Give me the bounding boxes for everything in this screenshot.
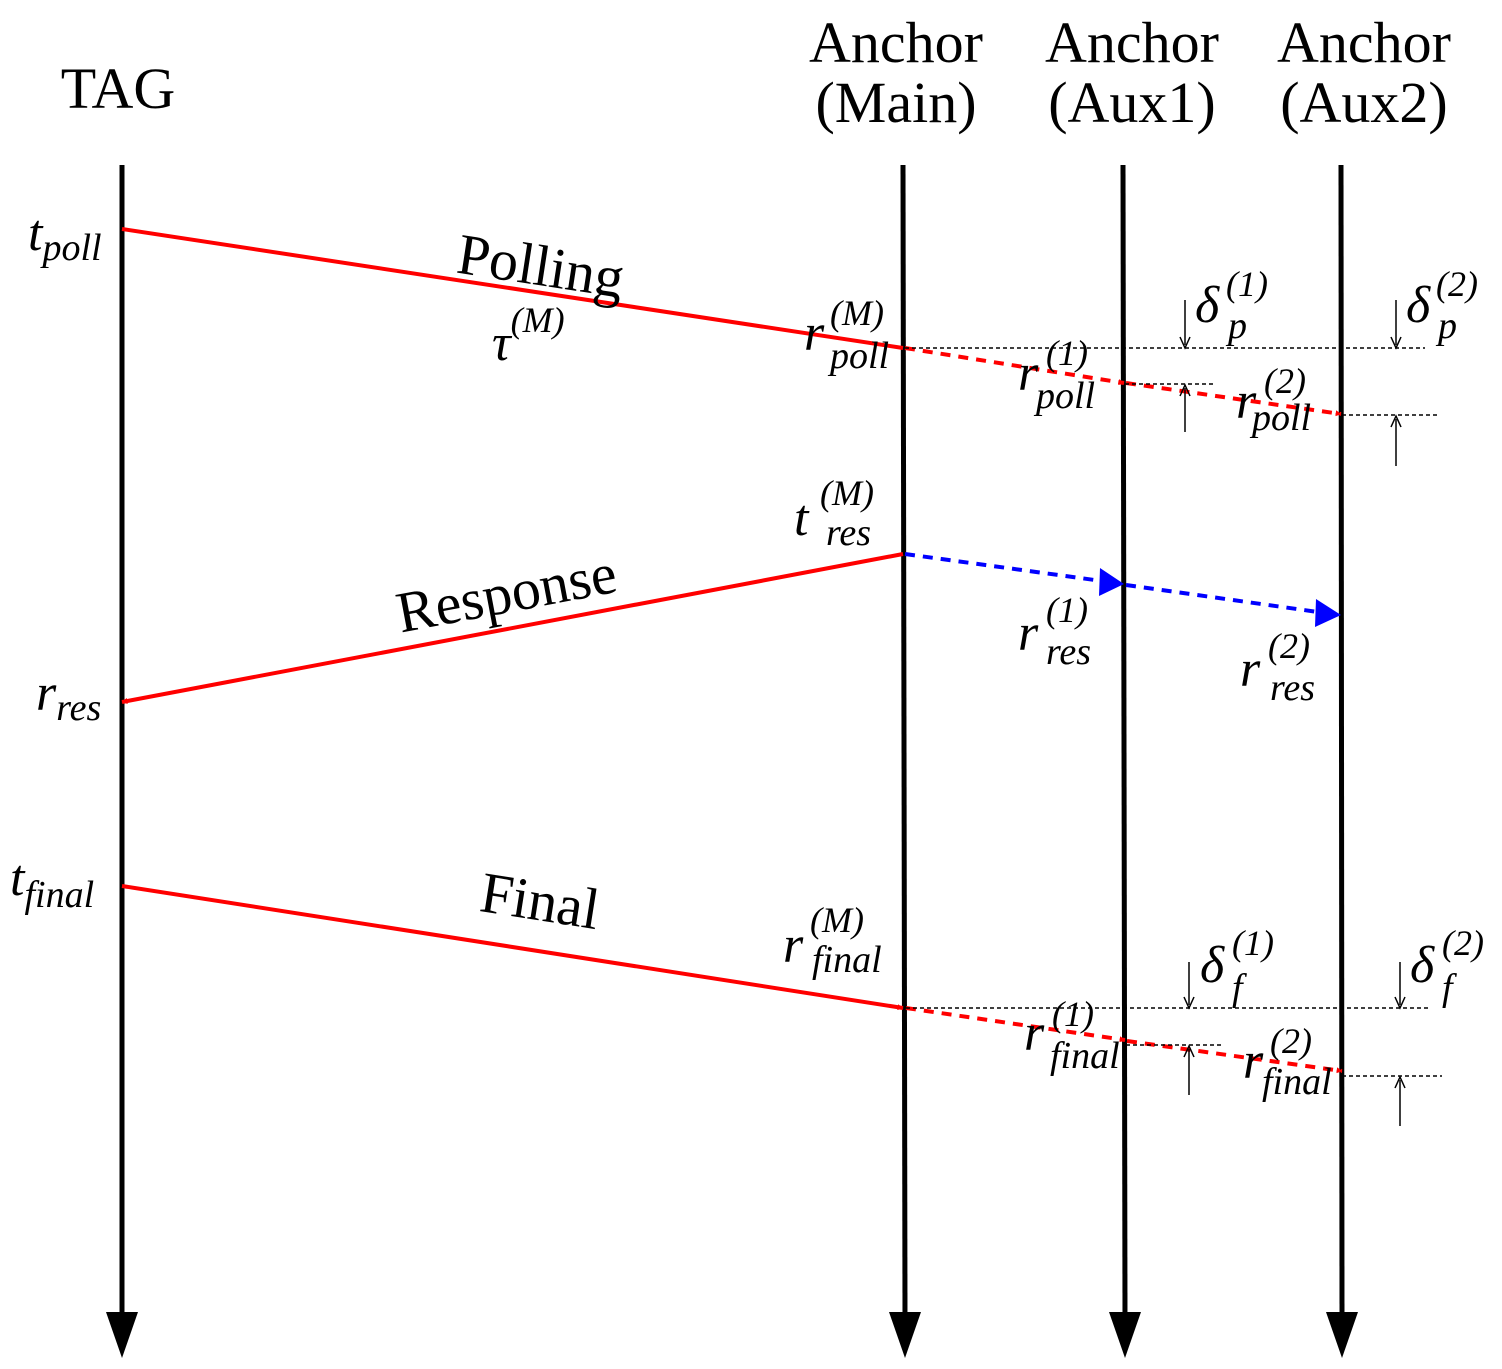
response-forward-aux2-arrow bbox=[1125, 583, 1341, 627]
label-delta-f1: δ (1) f bbox=[1200, 923, 1274, 1009]
svg-text:final: final bbox=[1050, 1035, 1120, 1077]
svg-text:f: f bbox=[1232, 967, 1247, 1009]
delta-f1-down-arrow-icon bbox=[1183, 962, 1195, 1010]
lifeline-aux2 bbox=[1326, 164, 1358, 1358]
polling-forward-aux2-arrow bbox=[1125, 381, 1342, 417]
label-r-final-1: r (1) final bbox=[1024, 994, 1120, 1077]
participant-aux2-line2: (Aux2) bbox=[1280, 70, 1448, 135]
svg-text:poll: poll bbox=[827, 335, 889, 377]
svg-text:(2): (2) bbox=[1264, 361, 1306, 401]
svg-text:δ: δ bbox=[1406, 277, 1431, 334]
svg-text:(2): (2) bbox=[1270, 1021, 1312, 1061]
label-r-res-2: r (2) res bbox=[1240, 626, 1315, 709]
svg-text:r: r bbox=[1018, 345, 1039, 402]
label-r-final-m: r (M) final bbox=[783, 900, 882, 981]
label-r-poll-1: r (1) poll bbox=[1018, 333, 1095, 417]
response-forward-aux1-arrow bbox=[904, 552, 1124, 596]
delta-p1-up-arrow-icon bbox=[1179, 383, 1191, 432]
label-delta-p1: δ (1) p bbox=[1195, 264, 1268, 347]
svg-text:r: r bbox=[1236, 373, 1257, 430]
svg-text:(M): (M) bbox=[830, 293, 884, 333]
lifeline-tag bbox=[106, 165, 138, 1358]
svg-text:res: res bbox=[1046, 631, 1091, 673]
final-forward-aux1-arrow bbox=[905, 1006, 1126, 1043]
svg-text:(2): (2) bbox=[1436, 264, 1478, 304]
participant-aux2-line1: Anchor bbox=[1277, 10, 1451, 75]
svg-text:δ: δ bbox=[1200, 937, 1225, 994]
label-tau-m: τ(M) bbox=[492, 300, 565, 372]
svg-text:r: r bbox=[783, 917, 804, 974]
svg-text:(M): (M) bbox=[820, 473, 874, 513]
final-label: Final bbox=[476, 859, 604, 942]
svg-text:(M): (M) bbox=[810, 900, 864, 940]
svg-text:r: r bbox=[1240, 641, 1261, 698]
participant-tag: TAG bbox=[61, 56, 176, 121]
svg-text:t: t bbox=[794, 490, 810, 547]
label-delta-f2: δ (2) f bbox=[1410, 923, 1484, 1009]
svg-text:p: p bbox=[1435, 305, 1457, 347]
delta-f2-down-arrow-icon bbox=[1394, 962, 1406, 1010]
svg-text:p: p bbox=[1225, 305, 1247, 347]
svg-text:(1): (1) bbox=[1052, 994, 1094, 1034]
delta-f1-up-arrow-icon bbox=[1183, 1044, 1195, 1095]
svg-text:poll: poll bbox=[1033, 375, 1095, 417]
label-r-poll-2: r (2) poll bbox=[1236, 361, 1311, 439]
lifeline-aux1 bbox=[1109, 164, 1141, 1358]
svg-text:r: r bbox=[1018, 605, 1039, 662]
label-delta-p2: δ (2) p bbox=[1406, 264, 1478, 347]
label-r-poll-m: r (M) poll bbox=[804, 293, 889, 377]
svg-text:(1): (1) bbox=[1226, 264, 1268, 304]
svg-text:(1): (1) bbox=[1046, 333, 1088, 373]
label-r-res: rres bbox=[36, 665, 101, 729]
label-t-final: tfinal bbox=[10, 850, 94, 916]
label-r-final-2: r (2) final bbox=[1243, 1021, 1332, 1103]
svg-text:f: f bbox=[1442, 967, 1457, 1009]
polling-label: Polling bbox=[453, 221, 629, 311]
participant-main-line2: (Main) bbox=[815, 70, 976, 135]
final-arrow bbox=[121, 884, 904, 1011]
final-forward-aux2-arrow bbox=[1126, 1039, 1343, 1074]
svg-text:δ: δ bbox=[1410, 937, 1435, 994]
response-arrow bbox=[121, 552, 904, 704]
delta-f2-up-arrow-icon bbox=[1394, 1075, 1406, 1126]
label-t-res-m: t (M) res bbox=[794, 473, 874, 554]
participant-aux1-line2: (Aux1) bbox=[1048, 70, 1216, 135]
lifeline-main bbox=[889, 164, 921, 1358]
svg-text:(2): (2) bbox=[1442, 923, 1484, 963]
participant-aux1-line1: Anchor bbox=[1045, 10, 1219, 75]
label-t-poll: tpoll bbox=[28, 205, 102, 269]
svg-text:(1): (1) bbox=[1232, 923, 1274, 963]
svg-text:poll: poll bbox=[1249, 397, 1311, 439]
svg-text:r: r bbox=[1024, 1005, 1045, 1062]
delta-p2-down-arrow-icon bbox=[1390, 300, 1402, 350]
delta-p1-down-arrow-icon bbox=[1179, 300, 1191, 350]
svg-text:res: res bbox=[826, 512, 871, 554]
svg-text:(1): (1) bbox=[1046, 590, 1088, 630]
svg-text:δ: δ bbox=[1195, 277, 1220, 334]
polling-forward-aux1-arrow bbox=[904, 346, 1125, 386]
svg-text:res: res bbox=[1270, 667, 1315, 709]
participant-main-line1: Anchor bbox=[809, 10, 983, 75]
svg-text:final: final bbox=[812, 939, 882, 981]
svg-text:r: r bbox=[1243, 1033, 1264, 1090]
polling-arrow bbox=[121, 227, 904, 350]
svg-text:r: r bbox=[804, 305, 825, 362]
delta-p2-up-arrow-icon bbox=[1390, 414, 1402, 466]
svg-text:(2): (2) bbox=[1268, 626, 1310, 666]
label-r-res-1: r (1) res bbox=[1018, 590, 1091, 673]
svg-text:final: final bbox=[1262, 1061, 1332, 1103]
